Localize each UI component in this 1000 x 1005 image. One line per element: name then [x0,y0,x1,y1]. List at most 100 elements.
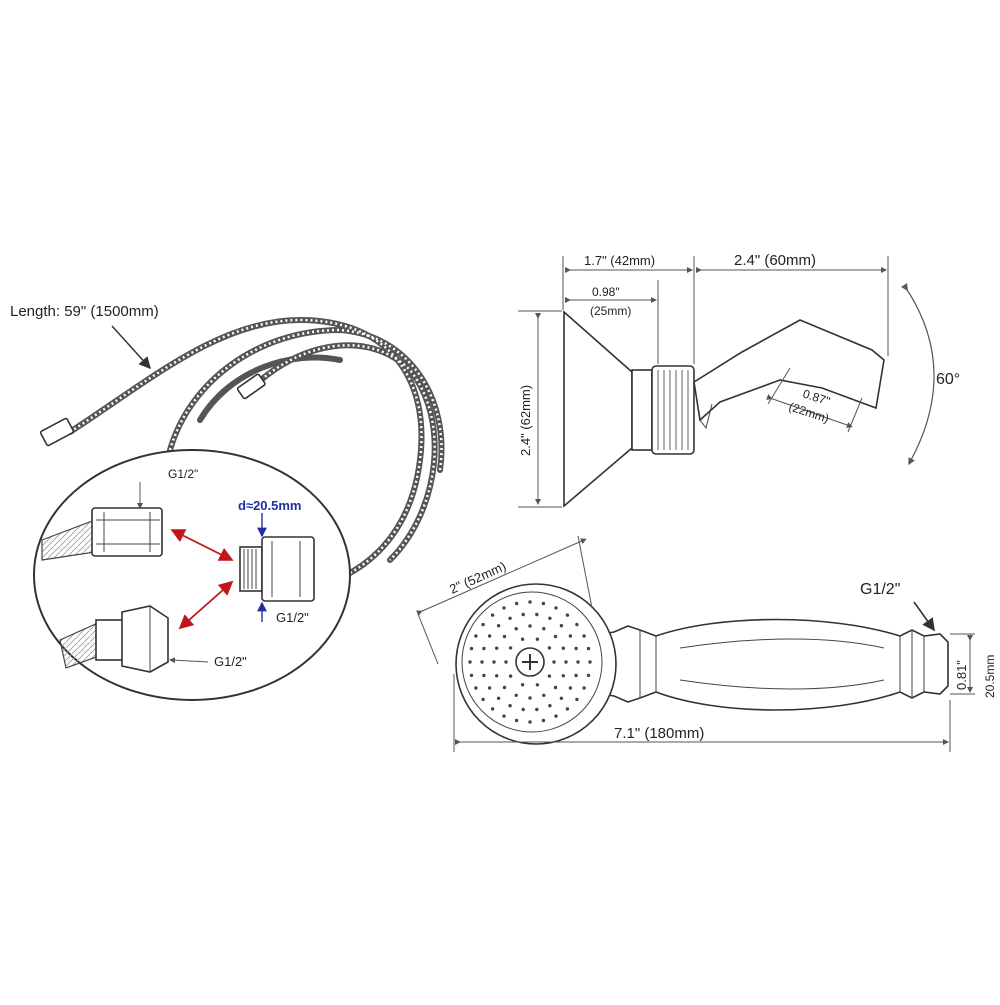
nozzle-hole [542,627,546,631]
nozzle-hole [482,673,486,678]
hose-end-fitting [39,417,75,447]
nozzle-hole [469,673,474,678]
nozzle-hole [586,673,591,678]
nozzle-hole [575,622,579,627]
connection-arrow-top [170,529,234,561]
nozzle-hole [508,704,512,708]
hose-length-label: Length: 59" (1500mm) [10,303,159,320]
nozzle-hole [502,606,506,610]
bracket-inner-width-in: 0.98" [592,285,620,299]
nozzle-hole [586,646,591,651]
nozzle-hole [508,674,513,678]
nozzle-hole [575,697,579,702]
nozzle-hole [548,704,552,708]
hose-illustration [39,316,445,593]
nozzle-hole [582,686,586,690]
nozzle-hole [474,634,478,638]
nozzle-hole [528,696,532,700]
bracket-angle-label: 60° [936,371,960,388]
nozzle-hole [520,683,525,687]
nozzle-hole [535,612,539,617]
nozzle-hole [552,660,556,664]
nozzle-hole [564,660,568,664]
adapter-fitting [239,536,315,602]
nozzle-hole [535,707,539,712]
hand-shower: 2" (52mm) 7.1" (180mm) G1/2" 0.81" 20.5m… [416,535,997,752]
nozzle-hole [490,613,495,617]
nozzle-hole [553,634,558,639]
nozzle-hole [495,646,499,650]
nozzle-hole [559,696,564,700]
handle-end-mm: 20.5mm [983,655,997,698]
thread-label-bottom: G1/2" [214,654,247,669]
nozzle-hole [521,707,525,712]
nozzle-hole [502,714,506,718]
nozzle-hole [568,686,573,690]
nozzle-hole [481,697,485,702]
nozzle-hole [568,634,573,638]
nozzle-hole [554,606,558,610]
nozzle-hole [535,637,540,641]
hex-nut-fitting-bottom [59,605,169,673]
nozzle-hole [521,612,525,617]
nozzle-hole [559,624,564,628]
handle-body [591,618,949,711]
angle-arc [901,283,935,466]
nozzle-hole [582,634,586,638]
wall-bracket: 1.7" (42mm) 0.98" (25mm) 2.4" (60mm) 2.4… [518,252,960,508]
nozzle-hole [468,660,472,664]
nozzle-hole [487,686,492,690]
nozzle-hole [547,646,552,650]
nozzle-hole [508,616,512,620]
nozzle-hole [502,685,507,690]
handle-thread-label: G1/2" [860,581,900,598]
nozzle-hole [480,660,484,664]
nozzle-hole [553,685,558,690]
nozzle-hole [481,622,485,627]
diameter-label: d≈20.5mm [238,498,302,513]
bracket-reach-label: 2.4" (60mm) [734,252,816,269]
nozzle-hole [495,674,499,678]
nozzle-hole [490,707,495,711]
fitting-detail: d≈20.5mm G1/2" G1/2" G1/2" [33,449,351,701]
nozzle-hole [535,683,540,687]
nozzle-hole [588,660,592,664]
nozzle-hole [541,718,546,723]
nozzle-hole [528,624,532,628]
nozzle-hole [542,693,546,697]
nozzle-hole [548,616,552,620]
nozzle-hole [496,624,501,628]
nozzle-hole [514,627,518,631]
nozzle-hole [492,660,496,664]
knurled-collar [651,365,695,455]
handle-length-label: 7.1" (180mm) [614,725,704,742]
nozzle-hole [520,637,525,641]
nozzle-hole [487,634,492,638]
bracket-height-label: 2.4" (62mm) [518,385,533,456]
nozzle-hole [574,673,578,678]
nozzle-hole [565,707,570,711]
hose-length-arrow [111,325,152,370]
nozzle-hole [561,674,565,678]
nozzle-hole [528,720,532,724]
nozzle-hole [541,601,546,606]
nozzle-hole [574,646,578,651]
nozzle-hole [514,601,519,606]
nozzle-hole [482,646,486,651]
nozzle-hole [504,660,508,664]
thread-label-adapter: G1/2" [276,610,309,625]
nozzle-hole [576,660,580,664]
nozzle-hole [474,686,478,690]
nozzle-hole [502,634,507,639]
nozzle-hole [547,674,552,678]
bracket-outer-width-label: 1.7" (42mm) [584,253,655,268]
nozzle-hole [565,613,570,617]
bracket-flange [563,310,633,508]
nozzle-hole [528,600,532,604]
nozzle-hole [514,693,518,697]
bracket-inner-width-mm: (25mm) [590,304,631,318]
female-fitting-top [41,507,163,561]
handle-thread-arrow [913,601,935,632]
